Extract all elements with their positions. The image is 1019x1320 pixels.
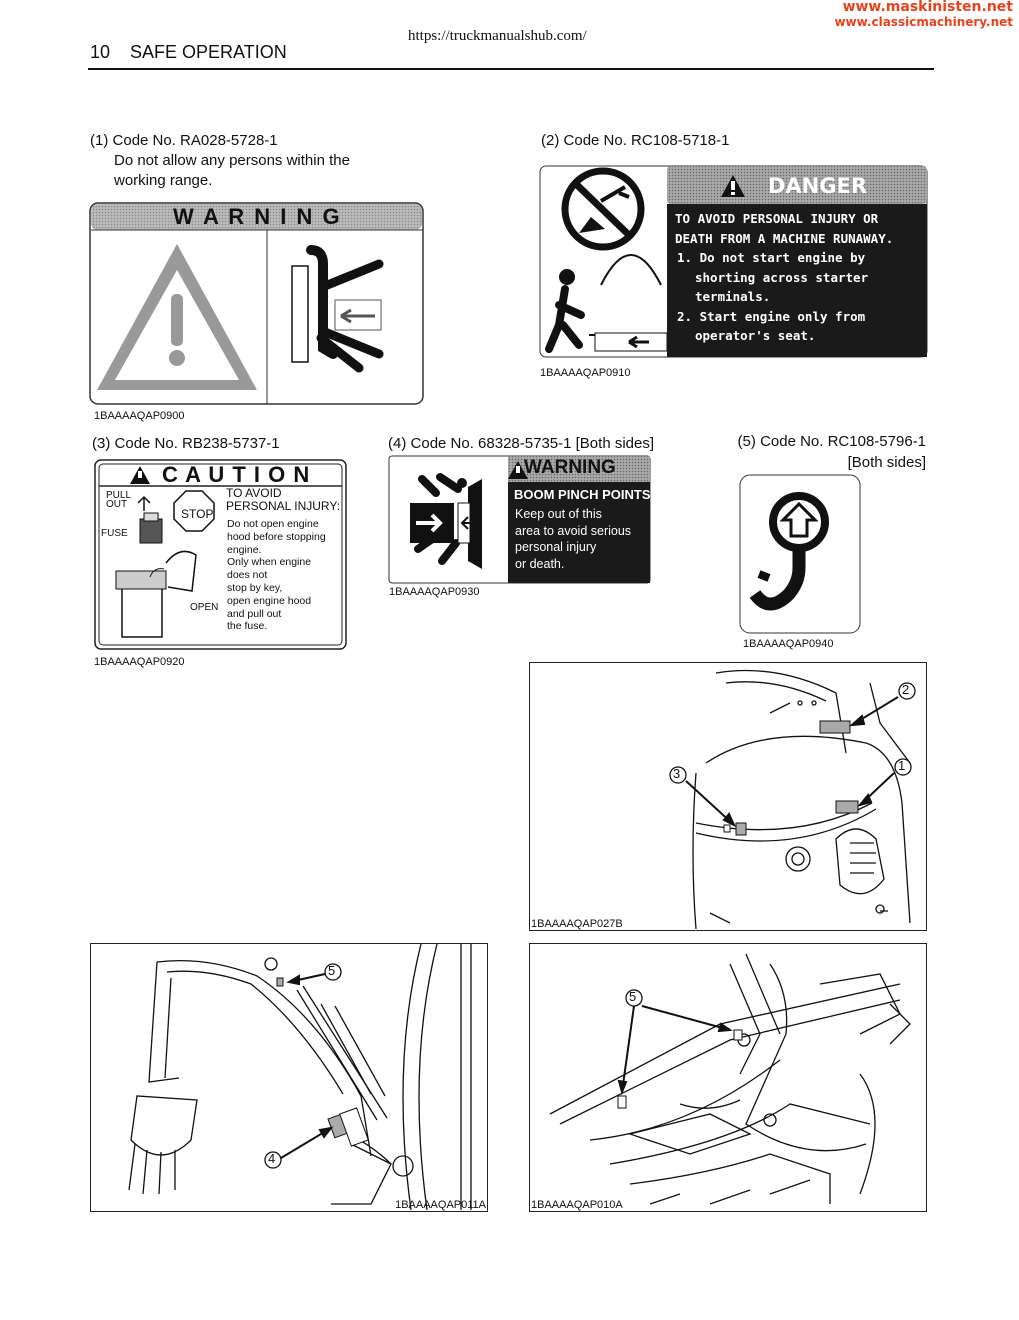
item2-caption: (2) Code No. RC108-5718-1 bbox=[541, 131, 729, 151]
item5-code: Code No. RC108-5796-1 bbox=[760, 433, 926, 450]
decal4-line: or death. bbox=[515, 556, 565, 571]
item2-number: (2) bbox=[541, 132, 560, 149]
decal-danger bbox=[539, 165, 929, 359]
marker-5-blade: 5 bbox=[629, 989, 637, 1004]
decal1-title: W A R N I N G bbox=[173, 204, 342, 229]
decal3-pull-out: PULL OUT bbox=[106, 490, 132, 510]
item5-number: (5) bbox=[737, 433, 756, 450]
decal3-pull: PULL bbox=[106, 490, 132, 501]
item1-desc1: Do not allow any persons within the bbox=[114, 152, 350, 169]
decal2-line: terminals. bbox=[695, 289, 771, 304]
decal3-stop: STOP bbox=[181, 507, 214, 521]
decal3-head2: PERSONAL INJURY: bbox=[226, 499, 341, 513]
item5-code2: [Both sides] bbox=[847, 454, 926, 471]
item2-image-code: 1BAAAAQAP0910 bbox=[540, 367, 631, 379]
marker-5: 5 bbox=[328, 963, 336, 978]
decal4-line: Keep out of this bbox=[515, 507, 602, 521]
decal4-line: area to avoid serious bbox=[515, 523, 632, 538]
item3-caption: (3) Code No. RB238-5737-1 bbox=[92, 434, 280, 454]
decal3-text: Do not open engine hood before stopping … bbox=[227, 518, 326, 633]
decal3-line: Only when engine bbox=[227, 556, 312, 569]
decal-boom-pinch bbox=[388, 455, 652, 585]
item1-code: Code No. RA028-5728-1 bbox=[112, 132, 278, 149]
decal4-title: WARNING bbox=[524, 457, 616, 478]
decal3-line: engine. bbox=[227, 543, 262, 556]
decal2-line: shorting across starter bbox=[695, 269, 869, 285]
marker-2: 2 bbox=[902, 682, 910, 697]
figure1-code: 1BAAAAQAP027B bbox=[531, 918, 623, 930]
decal3-open: OPEN bbox=[190, 602, 219, 613]
figure-blade: 5 1BAAAAQAP010A bbox=[529, 943, 927, 1212]
decal2-title: DANGER bbox=[768, 174, 868, 198]
decal-hook bbox=[739, 474, 863, 636]
item2-code: Code No. RC108-5718-1 bbox=[563, 132, 730, 149]
decal2-line: DEATH FROM A MACHINE RUNAWAY. bbox=[675, 230, 894, 246]
marker-1: 1 bbox=[898, 758, 906, 773]
item4-code: Code No. 68328-5735-1 [Both sides] bbox=[410, 435, 655, 452]
decal3-fuse: FUSE bbox=[101, 528, 128, 539]
header-rule bbox=[88, 68, 934, 70]
decal3-line: does not bbox=[227, 569, 268, 582]
marker-4: 4 bbox=[268, 1151, 276, 1166]
decal3-line: the fuse. bbox=[227, 620, 268, 633]
figure-engine-hood: 2 1 3 1BAAAAQAP027B bbox=[529, 662, 927, 931]
item3-code: Code No. RB238-5737-1 bbox=[114, 435, 280, 452]
decal2-line: TO AVOID PERSONAL INJURY OR bbox=[675, 211, 879, 226]
item1-caption: (1) Code No. RA028-5728-1 bbox=[90, 131, 278, 151]
item4-number: (4) bbox=[388, 435, 407, 452]
item1-desc2: working range. bbox=[114, 172, 213, 189]
section-title: SAFE OPERATION bbox=[130, 42, 287, 62]
figure3-code: 1BAAAAQAP010A bbox=[531, 1199, 623, 1211]
decal2-line: 1. Do not start engine by bbox=[677, 250, 866, 265]
watermark-line2: www.classicmachinery.net bbox=[834, 15, 1013, 29]
item1-number: (1) bbox=[90, 132, 109, 149]
decal2-text: TO AVOID PERSONAL INJURY OR DEATH FROM A… bbox=[675, 209, 925, 346]
item5-image-code: 1BAAAAQAP0940 bbox=[743, 638, 834, 650]
item3-image-code: 1BAAAAQAP0920 bbox=[94, 656, 185, 668]
source-url[interactable]: https://truckmanualshub.com/ bbox=[408, 28, 587, 44]
figure-boom: 5 4 1BAAAAQAP011A bbox=[90, 943, 488, 1212]
watermark-line1: www.maskinisten.net bbox=[842, 0, 1013, 15]
item1-image-code: 1BAAAAQAP0900 bbox=[94, 410, 185, 422]
item5-caption: (5) Code No. RC108-5796-1 bbox=[738, 432, 926, 452]
decal3-out: OUT bbox=[106, 499, 128, 510]
decal2-line: 2. Start engine only from bbox=[677, 308, 866, 324]
figure2-code: 1BAAAAQAP011A bbox=[395, 1199, 486, 1211]
decal3-line: stop by key, bbox=[227, 581, 283, 594]
decal4-line: personal injury bbox=[515, 540, 597, 554]
decal4-text: Keep out of this area to avoid serious p… bbox=[515, 506, 631, 572]
decal-caution bbox=[94, 459, 348, 651]
decal3-line: hood before stopping bbox=[227, 530, 326, 543]
decal3-line: Do not open engine bbox=[227, 518, 319, 530]
item4-image-code: 1BAAAAQAP0930 bbox=[389, 586, 480, 598]
decal3-line: and pull out bbox=[227, 607, 282, 620]
decal2-line: operator's seat. bbox=[695, 328, 816, 343]
decal3-head1: TO AVOID bbox=[226, 486, 282, 500]
decal3-heading: TO AVOID PERSONAL INJURY: bbox=[226, 487, 340, 513]
page-number: 10 bbox=[90, 42, 111, 62]
item3-number: (3) bbox=[92, 435, 111, 452]
decal4-heading: BOOM PINCH POINTS: bbox=[514, 487, 655, 502]
item4-caption: (4) Code No. 68328-5735-1 [Both sides] bbox=[388, 434, 654, 454]
decal3-line: open engine hood bbox=[227, 594, 312, 607]
marker-3: 3 bbox=[673, 766, 681, 781]
decal-warning-1 bbox=[89, 202, 425, 406]
page-header: 10 SAFE OPERATION bbox=[90, 42, 307, 63]
decal3-title: C A U T I O N bbox=[162, 462, 311, 487]
watermark: www.maskinisten.net www.classicmachinery… bbox=[834, 0, 1013, 30]
